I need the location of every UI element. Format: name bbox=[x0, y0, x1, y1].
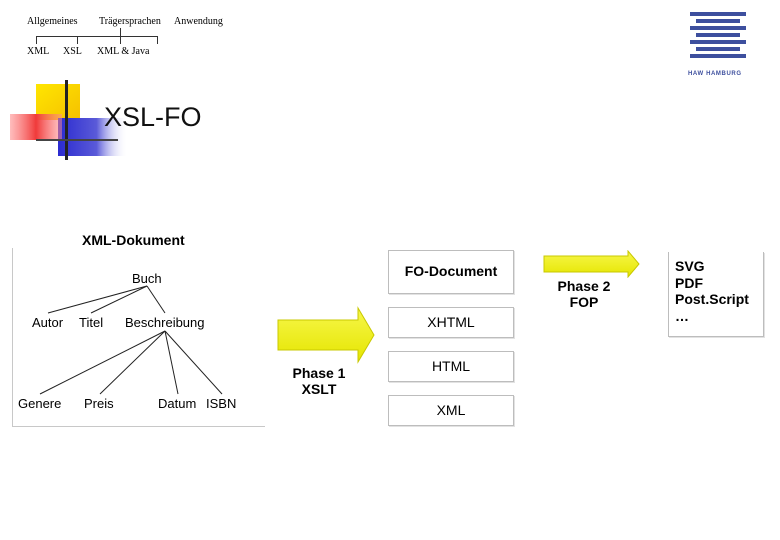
format-box-xhtml: XHTML bbox=[388, 307, 514, 338]
format-label-html: HTML bbox=[431, 358, 471, 374]
nav-connector bbox=[120, 28, 121, 44]
tree-node-autor: Autor bbox=[32, 315, 64, 330]
xml-document-panel bbox=[12, 248, 265, 427]
output-formats-box: SVG PDF Post.Script … bbox=[668, 252, 764, 337]
nav-connector bbox=[36, 36, 37, 44]
fo-document-box: FO-Document bbox=[388, 250, 514, 294]
nav-connector bbox=[77, 36, 78, 44]
nav-item-allgemeines[interactable]: Allgemeines bbox=[27, 16, 78, 27]
haw-hamburg-logo: HAW HAMBURG bbox=[686, 12, 750, 82]
nav-subitem-xml[interactable]: XML bbox=[27, 46, 50, 57]
phase1-arrow-icon bbox=[277, 306, 375, 364]
phase2-arrow-icon bbox=[543, 250, 640, 278]
output-format-pdf: PDF bbox=[675, 274, 703, 291]
format-box-html: HTML bbox=[388, 351, 514, 382]
phase2-sub: FOP bbox=[569, 294, 599, 310]
tree-node-datum: Datum bbox=[158, 396, 197, 411]
tree-node-beschreibung: Beschreibung bbox=[125, 315, 205, 330]
format-label-xhtml: XHTML bbox=[427, 314, 475, 330]
format-box-xml: XML bbox=[388, 395, 514, 426]
fo-document-label: FO-Document bbox=[404, 263, 498, 279]
tree-node-preis: Preis bbox=[84, 396, 114, 411]
phase1-sub: XSLT bbox=[301, 381, 337, 397]
nav-subitem-xsl[interactable]: XSL bbox=[63, 46, 82, 57]
nav-item-anwendung[interactable]: Anwendung bbox=[174, 16, 223, 27]
xml-document-title: XML-Dokument bbox=[82, 232, 185, 248]
page-title: XSL-FO bbox=[104, 102, 202, 132]
nav-item-traegersprachen[interactable]: Trägersprachen bbox=[99, 16, 161, 27]
logo-stripes-icon bbox=[690, 12, 746, 58]
tree-node-genere: Genere bbox=[18, 396, 62, 411]
nav-connector bbox=[157, 36, 158, 44]
tree-node-isbn: ISBN bbox=[206, 396, 237, 411]
phase2-label: Phase 2 FOP bbox=[548, 278, 620, 310]
nav-connector bbox=[36, 36, 158, 37]
tree-node-titel: Titel bbox=[79, 315, 104, 330]
format-label-xml: XML bbox=[436, 402, 466, 418]
nav-subitem-xml-java[interactable]: XML & Java bbox=[97, 46, 150, 57]
output-format-more: … bbox=[675, 307, 689, 324]
output-formats-list: SVG PDF Post.Script … bbox=[675, 258, 749, 324]
output-format-svg: SVG bbox=[675, 258, 705, 274]
tree-node-buch: Buch bbox=[132, 271, 162, 286]
phase1-label: Phase 1 XSLT bbox=[282, 365, 356, 397]
logo-text: HAW HAMBURG bbox=[688, 71, 742, 77]
phase2-title: Phase 2 bbox=[557, 278, 611, 294]
deco-squares bbox=[10, 80, 130, 162]
output-format-postscript: Post.Script bbox=[675, 291, 749, 307]
phase1-title: Phase 1 bbox=[292, 365, 346, 381]
